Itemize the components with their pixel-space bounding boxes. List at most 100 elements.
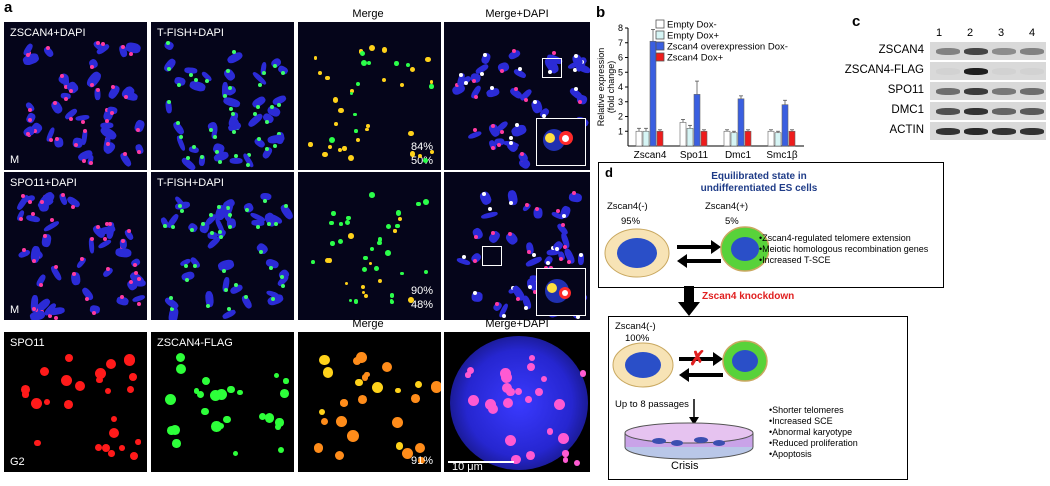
y-tick-label: 6 — [618, 53, 623, 63]
signal-dot — [80, 256, 85, 261]
blot-band — [964, 128, 988, 135]
signal-dot — [397, 217, 402, 222]
signal-dot — [129, 373, 137, 381]
signal-dot — [357, 394, 367, 404]
signal-dot — [111, 416, 118, 423]
signal-dot — [348, 233, 354, 239]
signal-dot — [400, 83, 405, 88]
signal-dot — [529, 355, 536, 362]
signal-dot — [513, 87, 518, 92]
blot-band — [936, 128, 960, 135]
signal-dot — [429, 149, 435, 155]
zscan4-pos-label: Zscan4(+) — [705, 201, 749, 212]
signal-dot — [533, 100, 538, 105]
signal-dot — [534, 206, 539, 211]
zscan4-pos-pct: 5% — [725, 216, 739, 227]
signal-dot — [102, 236, 107, 241]
signal-dot — [231, 111, 236, 116]
signal-dot — [265, 413, 275, 423]
signal-dot — [405, 63, 410, 68]
signal-dot — [275, 418, 284, 427]
signal-dot — [376, 240, 382, 246]
knockdown-cell-diagram: ✗ — [612, 340, 768, 388]
row3-merge-dapi-header: Merge+DAPI — [485, 318, 549, 330]
signal-dot — [363, 255, 368, 261]
signal-dot — [226, 307, 231, 312]
blot-band — [992, 68, 1016, 75]
signal-dot — [489, 86, 494, 91]
effect-item: •Increased SCE — [769, 416, 833, 426]
y-tick-label: 5 — [618, 67, 623, 77]
signal-dot — [228, 212, 233, 217]
signal-dot — [31, 211, 36, 216]
signal-dot — [395, 387, 401, 394]
signal-dot — [42, 234, 47, 239]
signal-dot — [283, 378, 289, 384]
signal-dot — [123, 95, 128, 100]
blot-band — [1020, 128, 1044, 135]
signal-dot — [280, 283, 285, 288]
signal-dot — [544, 265, 549, 270]
effect-item: •Apoptosis — [769, 449, 812, 459]
effect-item: •Abnormal karyotype — [769, 427, 853, 437]
signal-dot — [526, 451, 536, 461]
signal-dot — [523, 305, 528, 310]
signal-dot — [491, 231, 496, 236]
signal-dot — [164, 394, 176, 406]
signal-dot — [110, 84, 115, 89]
signal-dot — [531, 253, 536, 257]
signal-dot — [279, 388, 289, 398]
foci-field — [151, 332, 294, 472]
signal-dot — [216, 204, 221, 209]
foci-field — [4, 332, 147, 472]
blot-strip — [930, 62, 1046, 80]
signal-dot — [212, 134, 217, 139]
signal-dot — [180, 209, 185, 214]
blot-band — [992, 48, 1016, 55]
signal-dot — [94, 443, 103, 452]
signal-dot — [64, 400, 74, 409]
signal-dot — [217, 230, 222, 235]
signal-dot — [361, 291, 366, 295]
dot-spread — [298, 172, 441, 320]
signal-dot — [562, 214, 567, 219]
signal-dot — [517, 67, 522, 72]
legend-swatch — [655, 19, 665, 29]
blot-strip — [930, 122, 1046, 140]
bar-empty-dox- — [686, 128, 694, 147]
signal-dot — [68, 116, 73, 121]
zoom-box-1 — [542, 58, 562, 78]
signal-dot — [313, 56, 317, 60]
signal-dot — [526, 362, 536, 372]
signal-dot — [337, 238, 344, 245]
signal-dot — [85, 296, 90, 301]
signal-dot — [178, 135, 183, 140]
signal-dot — [342, 146, 347, 151]
blot-row-label: ZSCAN4-FLAG — [844, 64, 924, 76]
equilibrium-box: d Equilibrated state in undifferentiated… — [598, 162, 944, 288]
signal-dot — [89, 161, 94, 166]
signal-dot — [261, 71, 266, 76]
blot-band — [936, 88, 960, 95]
signal-dot — [482, 191, 487, 196]
merge-panel-2: 90% 48% — [298, 172, 441, 320]
signal-dot — [325, 75, 330, 81]
blot-band — [964, 88, 988, 95]
bar-zscan4-overexpression-dox- — [693, 94, 701, 147]
signal-dot — [490, 124, 495, 129]
signal-dot — [202, 376, 211, 386]
lane-number: 3 — [998, 27, 1005, 39]
blot-row-label: SPO11 — [887, 84, 924, 96]
signal-dot — [360, 59, 367, 66]
chromosome — [524, 255, 543, 268]
zscan4-dapi-title: ZSCAN4+DAPI — [10, 27, 86, 39]
chromosome — [229, 157, 243, 164]
signal-dot — [137, 276, 142, 281]
signal-dot — [137, 150, 142, 155]
signal-dot — [95, 367, 107, 379]
signal-dot — [233, 282, 238, 287]
signal-dot — [166, 67, 171, 72]
signal-dot — [119, 295, 124, 300]
dot-spread — [298, 22, 441, 170]
